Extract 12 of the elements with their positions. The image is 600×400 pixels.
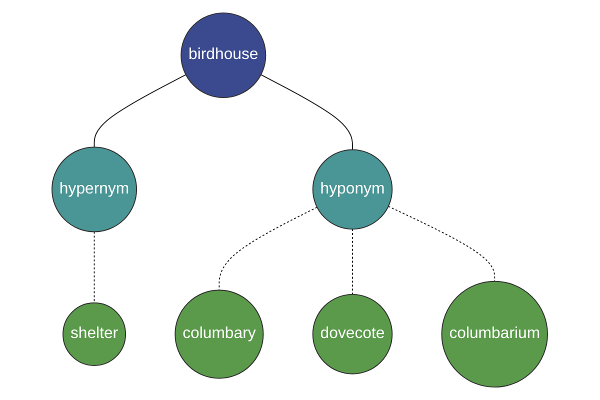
connector — [94, 74, 187, 148]
node-circle: columbarium — [442, 280, 548, 388]
node-circle: dovecote — [312, 294, 393, 374]
node-circle: birdhouse — [180, 12, 266, 98]
connector — [94, 231, 96, 304]
connector — [352, 228, 354, 296]
node-circle: hyponym — [312, 149, 393, 230]
connector — [260, 74, 354, 150]
node-circle: columbary — [174, 290, 264, 379]
node-circle: hypernym — [52, 146, 138, 232]
node-circle: shelter — [62, 302, 126, 366]
connector — [388, 206, 496, 282]
